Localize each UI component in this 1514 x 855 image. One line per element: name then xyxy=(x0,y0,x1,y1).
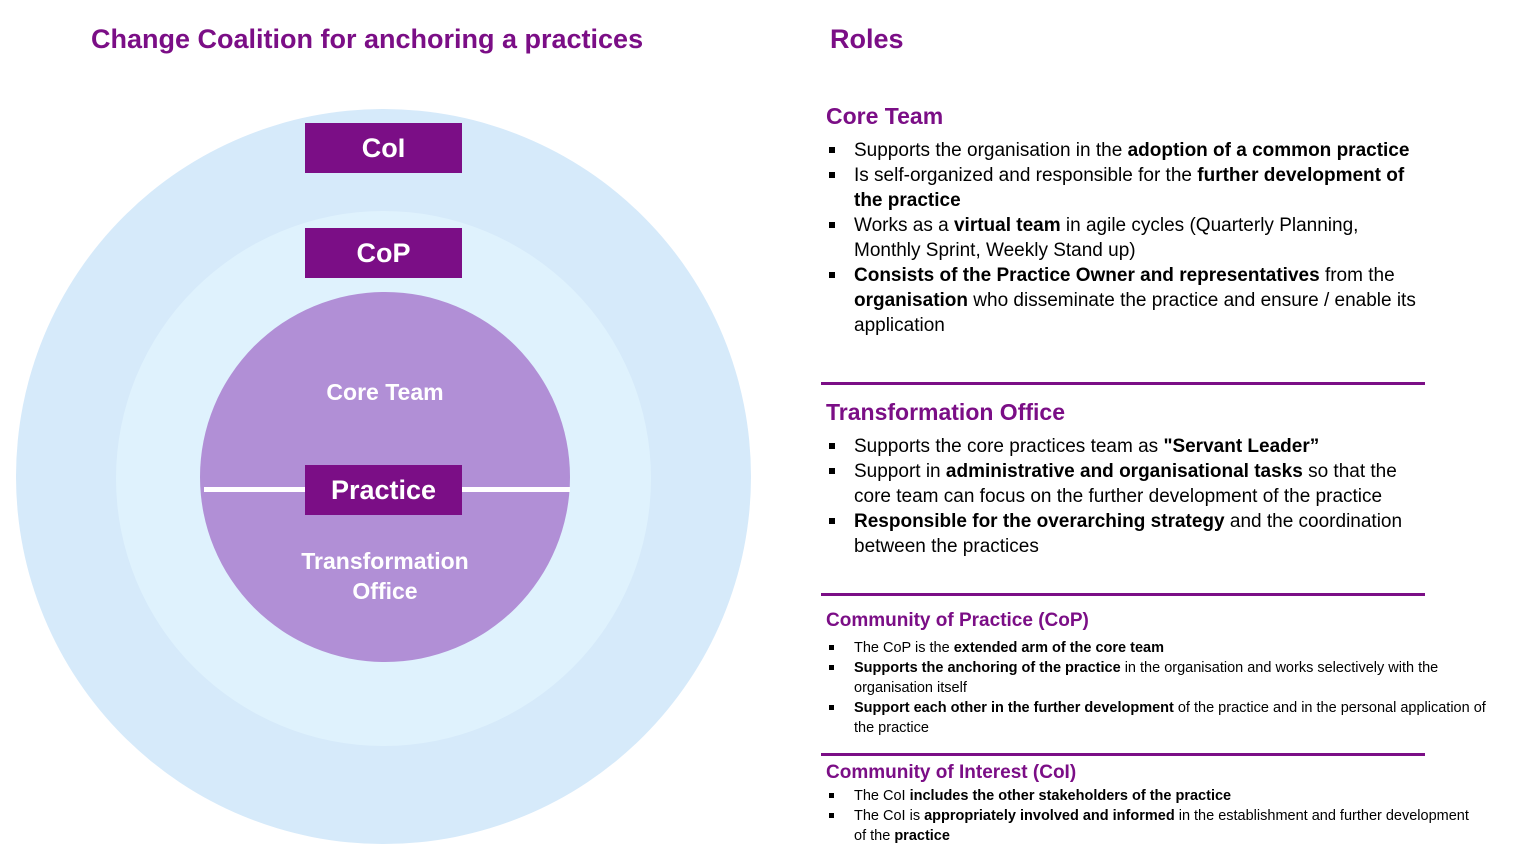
item-text: in the organisation and works selectivel… xyxy=(854,660,1439,696)
item-emphasis: further development of the practice xyxy=(854,165,1405,211)
list-item: Responsible for the overarching strategy… xyxy=(826,509,1416,559)
transformation-office-heading: Transformation Office xyxy=(826,399,1065,425)
coi-section: Community of Interest (CoI) The CoI incl… xyxy=(826,761,1506,846)
item-text: of the practice and in the personal appl… xyxy=(854,700,1486,736)
item-text: so that the core team can focus on the f… xyxy=(854,461,1397,507)
roles-title: Roles xyxy=(830,24,904,54)
list-item: Consists of the Practice Owner and repre… xyxy=(826,263,1416,338)
transformation-office-label: Transformation Office xyxy=(260,546,510,606)
item-text: The CoI xyxy=(854,788,910,804)
coi-heading: Community of Interest (CoI) xyxy=(826,762,1077,783)
core-team-label: Core Team xyxy=(326,379,444,405)
list-item: The CoP is the extended arm of the core … xyxy=(826,638,1506,658)
list-item: Is self-organized and responsible for th… xyxy=(826,163,1416,213)
core-team-list: Supports the organisation in the adoptio… xyxy=(826,138,1416,338)
transformation-office-list: Supports the core practices team as "Ser… xyxy=(826,434,1416,559)
item-text: The CoP is the xyxy=(854,640,954,656)
section-divider xyxy=(821,382,1425,385)
diagram-title: Change Coalition for anchoring a practic… xyxy=(91,24,644,54)
item-text: who disseminate the practice and ensure … xyxy=(854,290,1416,336)
item-emphasis: administrative and organisational tasks xyxy=(945,461,1303,482)
section-divider xyxy=(821,593,1425,596)
core-team-section: Core Team Supports the organisation in t… xyxy=(826,101,1506,338)
transformation-label-line2: Office xyxy=(352,578,418,604)
item-text: and the coordination between the practic… xyxy=(854,511,1403,557)
list-item: Supports the core practices team as "Ser… xyxy=(826,434,1416,459)
list-item: Support each other in the further develo… xyxy=(826,698,1506,738)
cop-section: Community of Practice (CoP) The CoP is t… xyxy=(826,609,1506,738)
transformation-label-line1: Transformation xyxy=(301,548,469,574)
list-item: The CoI includes the other stakeholders … xyxy=(826,786,1476,806)
item-emphasis: Support each other in the further develo… xyxy=(854,700,1174,716)
practice-tag: Practice xyxy=(305,465,462,515)
item-text: from the xyxy=(1319,265,1395,286)
item-emphasis: includes the other stakeholders of the p… xyxy=(909,788,1232,804)
cop-list: The CoP is the extended arm of the core … xyxy=(826,638,1506,738)
item-text: Supports the core practices team as xyxy=(854,436,1164,457)
item-text: The CoI is xyxy=(854,808,925,824)
item-text: Supports the organisation in the xyxy=(854,140,1128,161)
item-text: Is self-organized and responsible for th… xyxy=(854,165,1198,186)
coi-tag: CoI xyxy=(305,123,462,173)
item-emphasis: extended arm of the core team xyxy=(953,640,1165,656)
item-emphasis: "Servant Leader” xyxy=(1163,436,1320,457)
item-emphasis: Supports the anchoring of the practice xyxy=(854,660,1121,676)
item-text: Support in xyxy=(854,461,946,482)
item-emphasis: practice xyxy=(894,828,950,844)
item-emphasis: appropriately involved and informed xyxy=(924,808,1175,824)
item-emphasis: virtual team xyxy=(953,215,1061,236)
item-text: in agile cycles (Quarterly Planning, Mon… xyxy=(854,215,1359,261)
list-item: Works as a virtual team in agile cycles … xyxy=(826,213,1416,263)
list-item: The CoI is appropriately involved and in… xyxy=(826,806,1476,846)
list-item: Supports the organisation in the adoptio… xyxy=(826,138,1416,163)
cop-heading: Community of Practice (CoP) xyxy=(826,610,1089,631)
section-divider xyxy=(821,753,1425,756)
coi-list: The CoI includes the other stakeholders … xyxy=(826,786,1476,846)
transformation-office-section: Transformation Office Supports the core … xyxy=(826,397,1506,559)
item-text: Works as a xyxy=(854,215,954,236)
list-item: Support in administrative and organisati… xyxy=(826,459,1416,509)
cop-tag: CoP xyxy=(305,228,462,278)
list-item: Supports the anchoring of the practice i… xyxy=(826,658,1506,698)
item-emphasis: Responsible for the overarching strategy xyxy=(854,511,1225,532)
core-team-heading: Core Team xyxy=(826,103,944,129)
item-text: in the establishment and further develop… xyxy=(854,808,1469,844)
item-emphasis: Consists of the Practice Owner and repre… xyxy=(854,265,1320,286)
item-emphasis: organisation xyxy=(854,290,969,311)
item-emphasis: adoption of a common practice xyxy=(1127,140,1410,161)
